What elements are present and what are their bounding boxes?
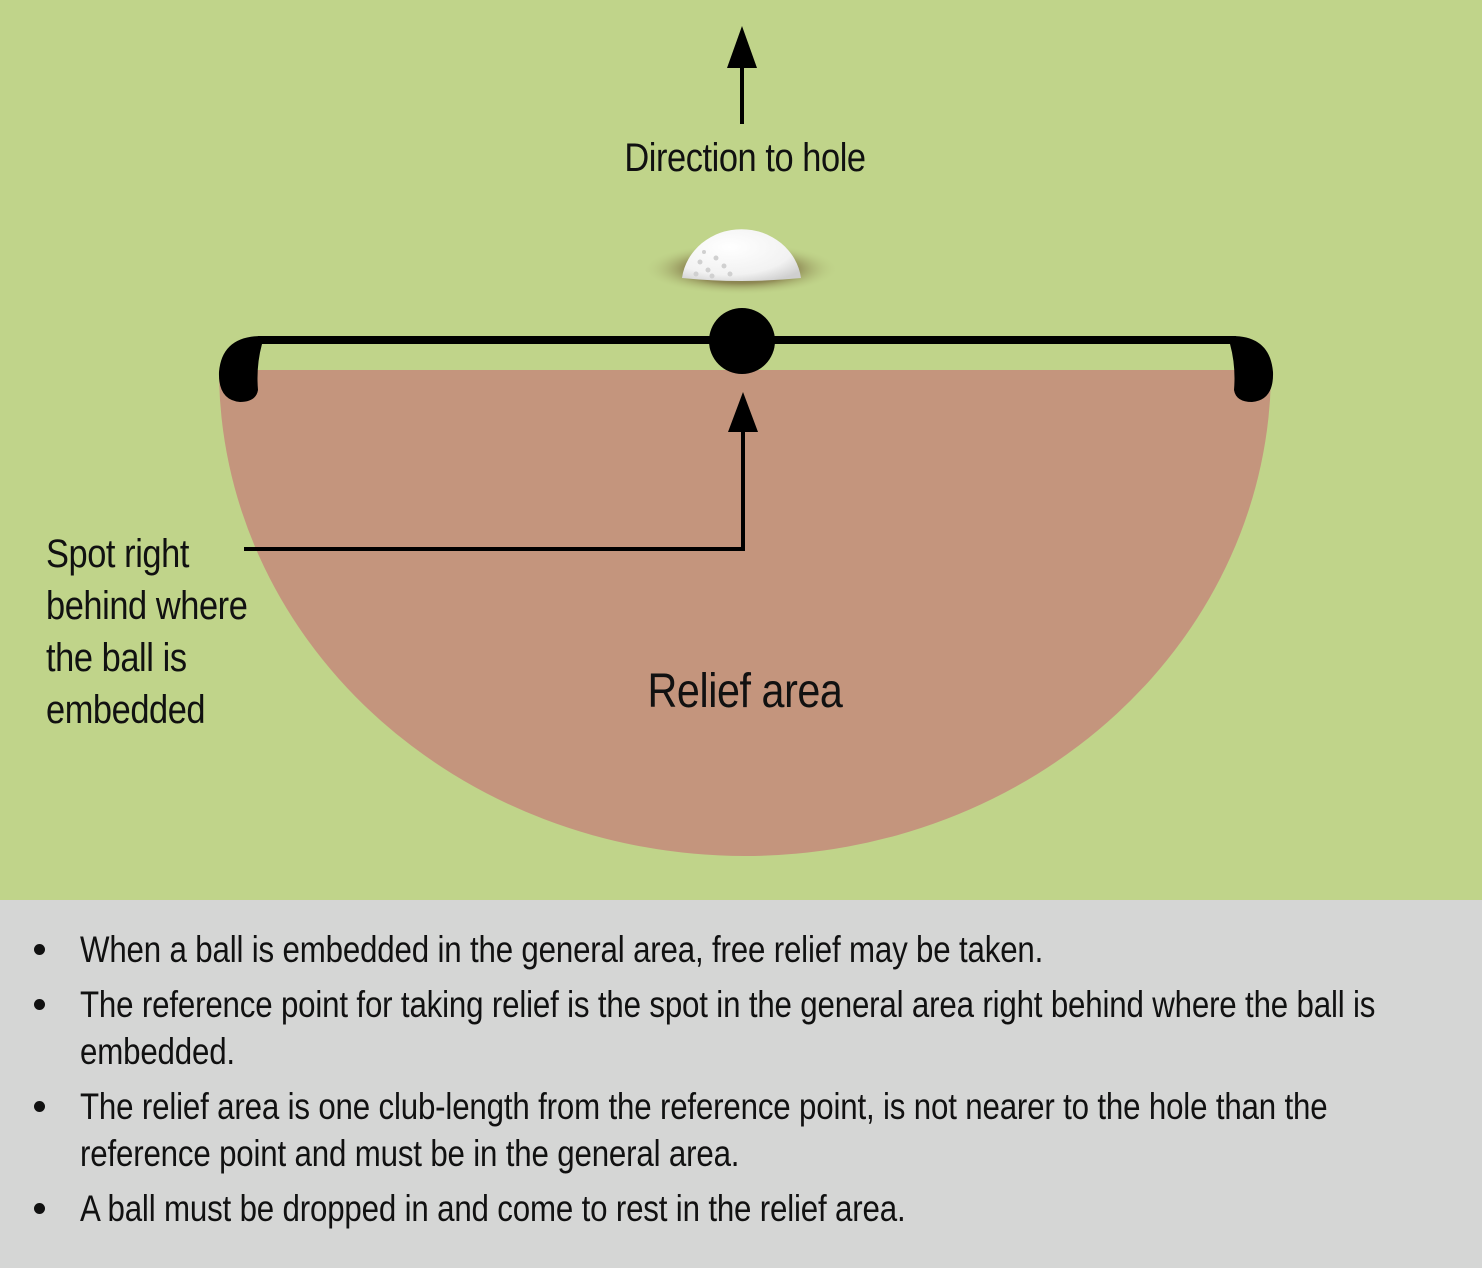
spot-label-line: Spot right bbox=[46, 532, 189, 576]
reference-point bbox=[709, 308, 775, 374]
club-end-left bbox=[218, 336, 262, 402]
relief-area-label: Relief area bbox=[647, 665, 843, 718]
direction-to-hole-label: Direction to hole bbox=[624, 136, 866, 180]
spot-leader-arrow-icon bbox=[728, 392, 758, 432]
bullet-icon bbox=[34, 944, 45, 955]
note-text: The reference point for taking relief is… bbox=[80, 984, 1376, 1072]
notes-list: When a ball is embedded in the general a… bbox=[0, 926, 1482, 1232]
note-item: The relief area is one club-length from … bbox=[0, 1083, 1480, 1177]
bullet-icon bbox=[34, 1203, 45, 1214]
spot-label-line: embedded bbox=[46, 688, 206, 732]
spot-label-line: behind where bbox=[46, 584, 248, 628]
ball-dimples bbox=[693, 250, 733, 279]
note-item: The reference point for taking relief is… bbox=[0, 981, 1480, 1075]
relief-diagram bbox=[218, 26, 1274, 856]
club-end-right bbox=[1230, 336, 1274, 402]
note-item: A ball must be dropped in and come to re… bbox=[0, 1185, 1480, 1232]
note-text: A ball must be dropped in and come to re… bbox=[80, 1188, 906, 1229]
relief-area-shape bbox=[219, 370, 1271, 856]
golf-ball-icon bbox=[682, 229, 801, 281]
spot-leader-line bbox=[244, 420, 745, 551]
bullet-icon bbox=[34, 999, 45, 1010]
note-text: The relief area is one club-length from … bbox=[80, 1086, 1328, 1174]
note-text: When a ball is embedded in the general a… bbox=[80, 929, 1044, 970]
note-item: When a ball is embedded in the general a… bbox=[0, 926, 1480, 973]
bullet-icon bbox=[34, 1101, 45, 1112]
spot-label: Spot right behind where the ball is embe… bbox=[46, 528, 287, 736]
diagram-area: Direction to hole Spot right behind wher… bbox=[0, 0, 1482, 900]
spot-label-line: the ball is bbox=[46, 636, 187, 680]
direction-arrow-icon bbox=[727, 26, 757, 68]
notes-panel: When a ball is embedded in the general a… bbox=[0, 900, 1482, 1268]
